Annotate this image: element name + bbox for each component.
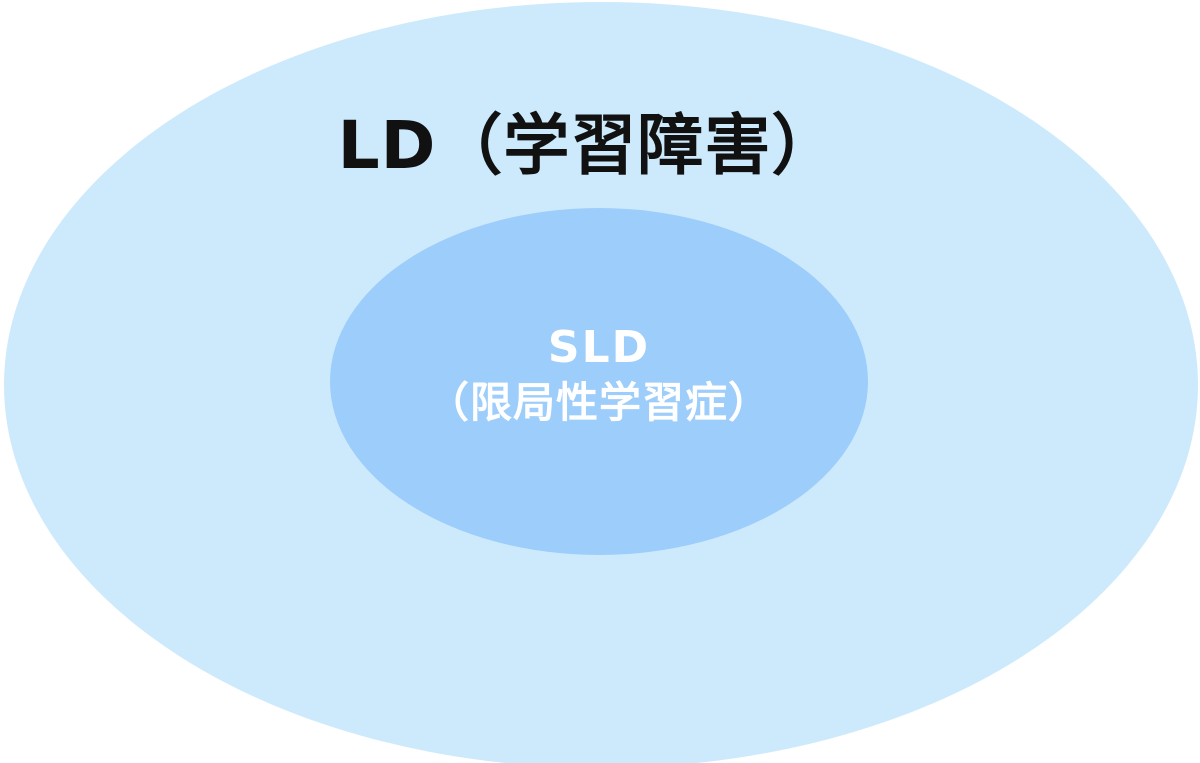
outer-label: LD（学習障害）: [337, 107, 839, 184]
inner-ellipse-sld: [330, 208, 868, 555]
inner-label-full-name: （限局性学習症）: [426, 378, 771, 427]
inner-label: SLD （限局性学習症）: [330, 320, 868, 430]
inner-label-abbreviation: SLD: [547, 322, 651, 373]
